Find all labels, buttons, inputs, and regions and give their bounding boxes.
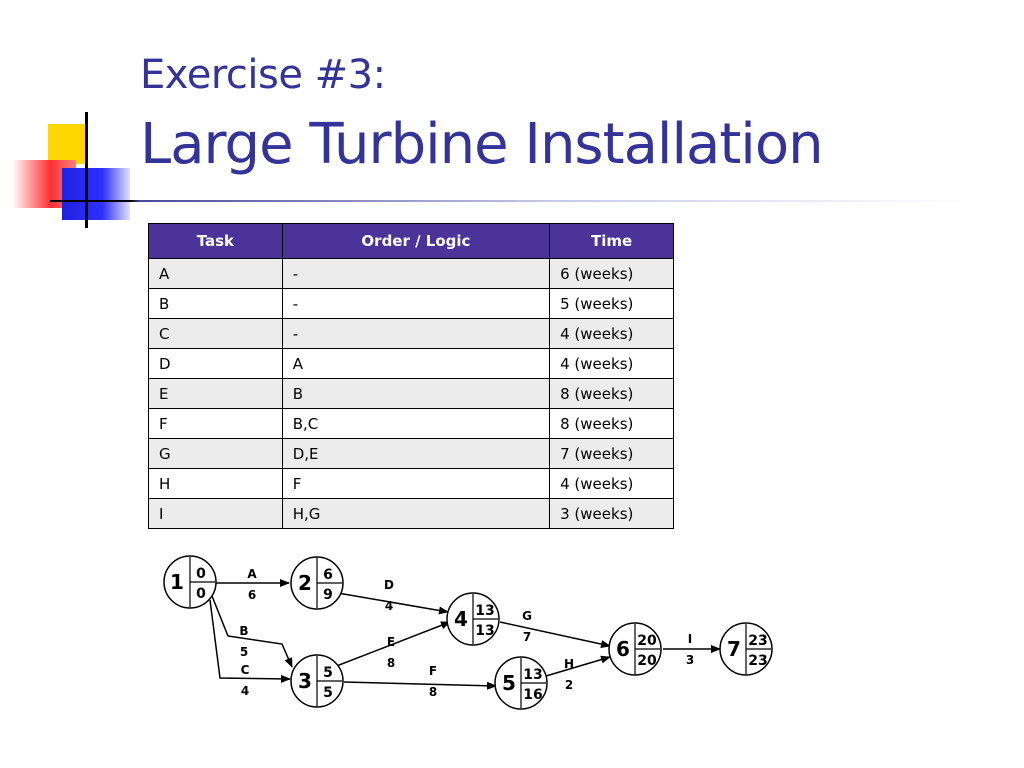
edge-d [331,591,449,615]
node-early-time: 20 [637,633,657,649]
node-late-time: 23 [748,653,767,669]
node-late-time: 13 [475,623,494,639]
activity-name-f: F [429,664,437,678]
activity-duration-f: 8 [429,685,437,699]
node-number: 7 [727,637,741,661]
activity-duration-b: 5 [240,645,248,659]
slide-title-line2: Large Turbine Installation [140,112,824,177]
cell-task: A [148,258,283,289]
node-late-time: 0 [196,586,206,602]
edge-c [209,599,291,683]
activity-name-b: B [239,624,248,638]
node-late-time: 9 [323,587,333,603]
corner-decoration [0,0,160,240]
header-order-logic: Order / Logic [281,223,551,259]
network-edges [209,579,721,690]
slide-title-line1: Exercise #3: [140,52,386,98]
activity-duration-h: 2 [565,678,573,692]
cell-time: 8 (weeks) [549,408,674,439]
table-row: A - 6 (weeks) [148,258,674,289]
cell-order: H,G [281,498,551,529]
activity-duration-a: 6 [248,588,256,602]
activity-duration-c: 4 [241,684,249,698]
table-row: F B,C 8 (weeks) [148,408,674,439]
activity-name-i: I [688,632,692,646]
node-early-time: 6 [323,567,333,583]
node-number: 1 [170,570,184,594]
cell-task: G [148,438,283,469]
node-early-time: 13 [523,667,542,683]
cell-time: 4 (weeks) [549,318,674,349]
cell-task: H [148,468,283,499]
table-row: I H,G 3 (weeks) [148,498,674,529]
cell-time: 8 (weeks) [549,378,674,409]
header-task: Task [148,223,283,259]
cell-time: 4 (weeks) [549,468,674,499]
node-6: 6 20 20 [608,622,662,676]
node-4: 4 13 13 [446,592,500,646]
node-late-time: 5 [323,685,333,701]
node-5: 5 13 16 [494,656,548,710]
cell-time: 6 (weeks) [549,258,674,289]
activity-duration-i: 3 [686,653,694,667]
table-row: C - 4 (weeks) [148,318,674,349]
node-early-time: 13 [475,603,494,619]
header-time: Time [549,223,674,259]
cell-time: 7 (weeks) [549,438,674,469]
node-number: 6 [616,637,630,661]
activity-duration-g: 7 [523,630,531,644]
edge-b [211,595,293,668]
edge-g [499,621,611,648]
node-number: 2 [298,571,312,595]
node-2: 2 6 9 [290,556,344,610]
table-row: G D,E 7 (weeks) [148,438,674,469]
yellow-square [48,124,88,164]
node-number: 3 [298,669,312,693]
node-late-time: 20 [637,653,657,669]
node-early-time: 23 [748,633,767,649]
edge-h [545,655,611,677]
cell-order: D,E [281,438,551,469]
node-number: 4 [454,607,468,631]
vertical-rule [85,112,88,228]
activity-name-g: G [522,609,532,623]
activity-name-a: A [247,567,257,581]
activity-name-c: C [241,663,250,677]
activity-labels: A 6 B 5 C 4 D 4 E 8 F 8 G 7 H 2 I 3 [239,567,694,699]
blue-square [62,168,130,220]
title-underline [50,200,970,202]
node-early-time: 0 [196,566,206,582]
node-late-time: 16 [523,687,542,703]
cell-order: B [281,378,551,409]
cell-task: I [148,498,283,529]
table-row: E B 8 (weeks) [148,378,674,409]
activity-name-h: H [564,657,574,671]
table-header-row: Task Order / Logic Time [148,223,674,259]
node-1: 1 0 0 [163,555,217,609]
activity-duration-e: 8 [387,656,395,670]
task-table: Task Order / Logic Time A - 6 (weeks) B … [148,223,674,529]
activity-name-d: D [384,578,394,592]
cell-time: 4 (weeks) [549,348,674,379]
cell-order: A [281,348,551,379]
cell-time: 3 (weeks) [549,498,674,529]
table-row: H F 4 (weeks) [148,468,674,499]
node-number: 5 [502,671,516,695]
activity-name-e: E [387,635,395,649]
cell-order: - [281,258,551,289]
activity-duration-d: 4 [385,599,393,613]
cell-order: B,C [281,408,551,439]
node-early-time: 5 [323,665,333,681]
edge-e [333,621,451,668]
cell-time: 5 (weeks) [549,288,674,319]
table-row: B - 5 (weeks) [148,288,674,319]
edge-f [343,681,497,690]
node-7: 7 23 23 [719,622,773,676]
cell-task: B [148,288,283,319]
cell-order: - [281,288,551,319]
node-3: 3 5 5 [290,654,344,708]
